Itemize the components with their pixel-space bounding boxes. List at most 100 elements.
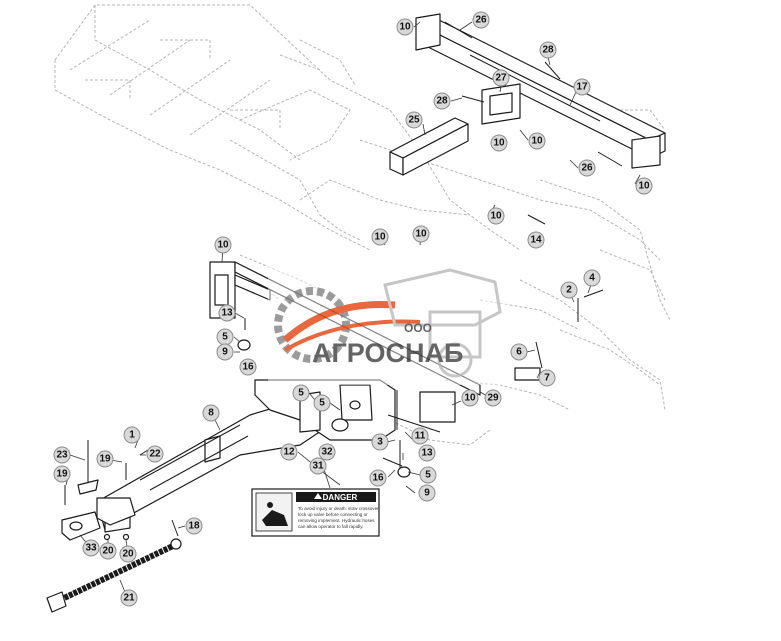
- svg-text:10: 10: [638, 181, 650, 192]
- svg-text:20: 20: [122, 549, 134, 560]
- callout-26: 26: [578, 159, 596, 177]
- svg-text:9: 9: [424, 488, 430, 499]
- callout-group: 10 26 28 17 27 28 25 10 10 26 10 10 10 1…: [53, 11, 653, 607]
- svg-text:10: 10: [374, 232, 386, 243]
- callout-23: 23: [53, 446, 71, 464]
- svg-text:1: 1: [129, 430, 135, 441]
- svg-text:8: 8: [208, 408, 214, 419]
- callout-10: 10: [396, 18, 414, 36]
- svg-text:10: 10: [493, 138, 505, 149]
- callout-10: 10: [461, 389, 479, 407]
- svg-text:32: 32: [321, 447, 333, 458]
- danger-body-line-4: can allow operator to fall rapidly.: [298, 524, 364, 529]
- callout-3: 3: [371, 433, 389, 451]
- callout-5: 5: [419, 466, 437, 484]
- callout-11: 11: [411, 427, 429, 445]
- hardware: [64, 298, 579, 541]
- callout-1: 1: [123, 426, 141, 444]
- svg-text:29: 29: [487, 393, 499, 404]
- svg-text:7: 7: [544, 373, 550, 384]
- callout-28: 28: [539, 41, 557, 59]
- callout-6: 6: [510, 343, 528, 361]
- crossbar-17: [415, 13, 666, 169]
- danger-body-line-1: To avoid injury or death: stow crossover: [298, 506, 379, 511]
- svg-text:13: 13: [421, 448, 433, 459]
- callout-32: 32: [318, 443, 336, 461]
- svg-text:13: 13: [221, 308, 233, 319]
- callout-13: 13: [218, 304, 236, 322]
- pins: [444, 21, 623, 298]
- danger-decal: DANGER To avoid injury or death: stow cr…: [251, 488, 380, 537]
- svg-text:19: 19: [99, 454, 111, 465]
- svg-text:14: 14: [530, 235, 542, 246]
- svg-text:31: 31: [312, 461, 324, 472]
- callout-20: 20: [99, 542, 117, 560]
- svg-text:5: 5: [425, 470, 431, 481]
- svg-text:9: 9: [222, 347, 228, 358]
- hitch-beam-8: [96, 399, 331, 533]
- callout-14: 14: [527, 231, 545, 249]
- clevis-33: [61, 511, 101, 541]
- callout-16: 16: [239, 358, 257, 376]
- svg-text:21: 21: [123, 593, 135, 604]
- watermark-prefix: ООО: [404, 321, 432, 335]
- safety-chain-21: [46, 538, 182, 613]
- callout-12: 12: [280, 443, 298, 461]
- svg-text:12: 12: [283, 447, 295, 458]
- callout-7: 7: [538, 369, 556, 387]
- callout-10: 10: [635, 177, 653, 195]
- svg-text:10: 10: [415, 229, 427, 240]
- callout-10: 10: [528, 132, 546, 150]
- callout-21: 21: [120, 589, 138, 607]
- svg-text:2: 2: [566, 285, 572, 296]
- svg-text:18: 18: [188, 521, 200, 532]
- callout-28: 28: [433, 92, 451, 110]
- svg-text:26: 26: [581, 163, 593, 174]
- callout-19: 19: [96, 450, 114, 468]
- danger-body-line-2: lock up valve before connecting or: [298, 512, 368, 517]
- svg-text:28: 28: [542, 45, 554, 56]
- callout-5: 5: [313, 394, 331, 412]
- svg-text:10: 10: [464, 393, 476, 404]
- callout-5: 5: [216, 328, 234, 346]
- svg-text:27: 27: [495, 73, 507, 84]
- callout-18: 18: [185, 517, 203, 535]
- svg-text:28: 28: [436, 96, 448, 107]
- callout-9: 9: [216, 343, 234, 361]
- svg-text:4: 4: [589, 273, 595, 284]
- callout-8: 8: [202, 404, 220, 422]
- svg-text:16: 16: [372, 473, 384, 484]
- svg-text:10: 10: [490, 211, 502, 222]
- danger-title: DANGER: [323, 493, 358, 502]
- svg-text:23: 23: [56, 450, 68, 461]
- callout-31: 31: [309, 457, 327, 475]
- svg-text:17: 17: [576, 82, 588, 93]
- callout-10: 10: [490, 134, 508, 152]
- stand-23: [77, 440, 99, 495]
- callout-4: 4: [583, 269, 601, 287]
- callout-26: 26: [472, 11, 490, 29]
- svg-text:10: 10: [217, 240, 229, 251]
- callout-10: 10: [214, 236, 232, 254]
- svg-text:5: 5: [319, 398, 325, 409]
- svg-text:10: 10: [531, 136, 543, 147]
- svg-text:6: 6: [516, 347, 522, 358]
- watermark-name: АГРОСНАБ: [312, 338, 463, 368]
- svg-text:20: 20: [102, 546, 114, 557]
- svg-text:33: 33: [85, 543, 97, 554]
- callout-29: 29: [484, 389, 502, 407]
- callout-22: 22: [146, 445, 164, 463]
- svg-text:5: 5: [222, 332, 228, 343]
- svg-text:10: 10: [399, 22, 411, 33]
- callout-10: 10: [371, 228, 389, 246]
- svg-text:3: 3: [377, 437, 383, 448]
- svg-text:25: 25: [408, 115, 420, 126]
- callout-10: 10: [487, 207, 505, 225]
- svg-text:22: 22: [149, 449, 161, 460]
- callout-17: 17: [573, 78, 591, 96]
- svg-text:5: 5: [298, 388, 304, 399]
- callout-25: 25: [405, 111, 423, 129]
- callout-20: 20: [119, 545, 137, 563]
- callout-16: 16: [369, 469, 387, 487]
